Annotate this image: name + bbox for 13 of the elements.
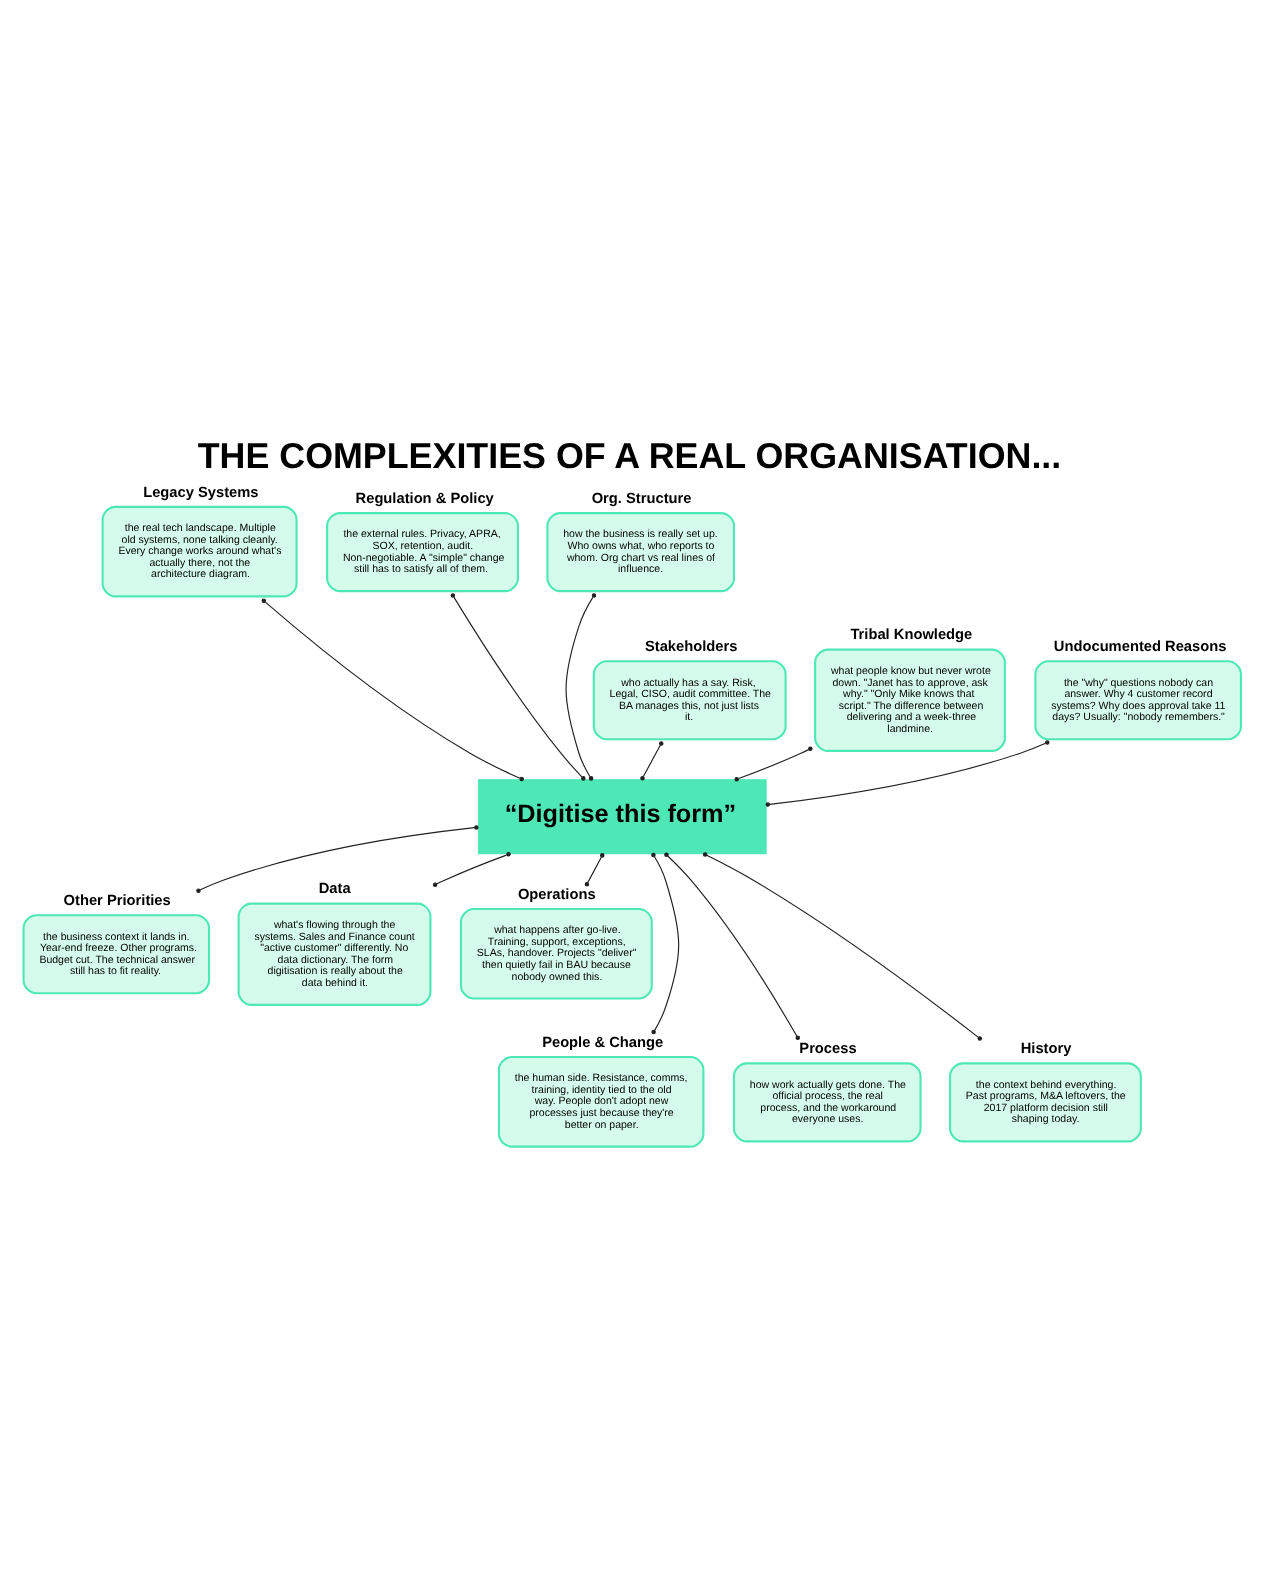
connector [196,824,479,892]
connector [432,851,511,886]
connector [640,740,664,780]
connector [565,592,597,780]
connector [450,592,586,780]
diagram-title: THE COMPLEXITIES OF A REAL ORGANISATION... [197,435,1062,476]
connector [584,852,605,886]
connector [765,739,1050,806]
connector [261,597,524,781]
connector [664,851,800,1039]
connector [651,851,680,1034]
connector [702,851,983,1040]
connector [734,745,813,781]
